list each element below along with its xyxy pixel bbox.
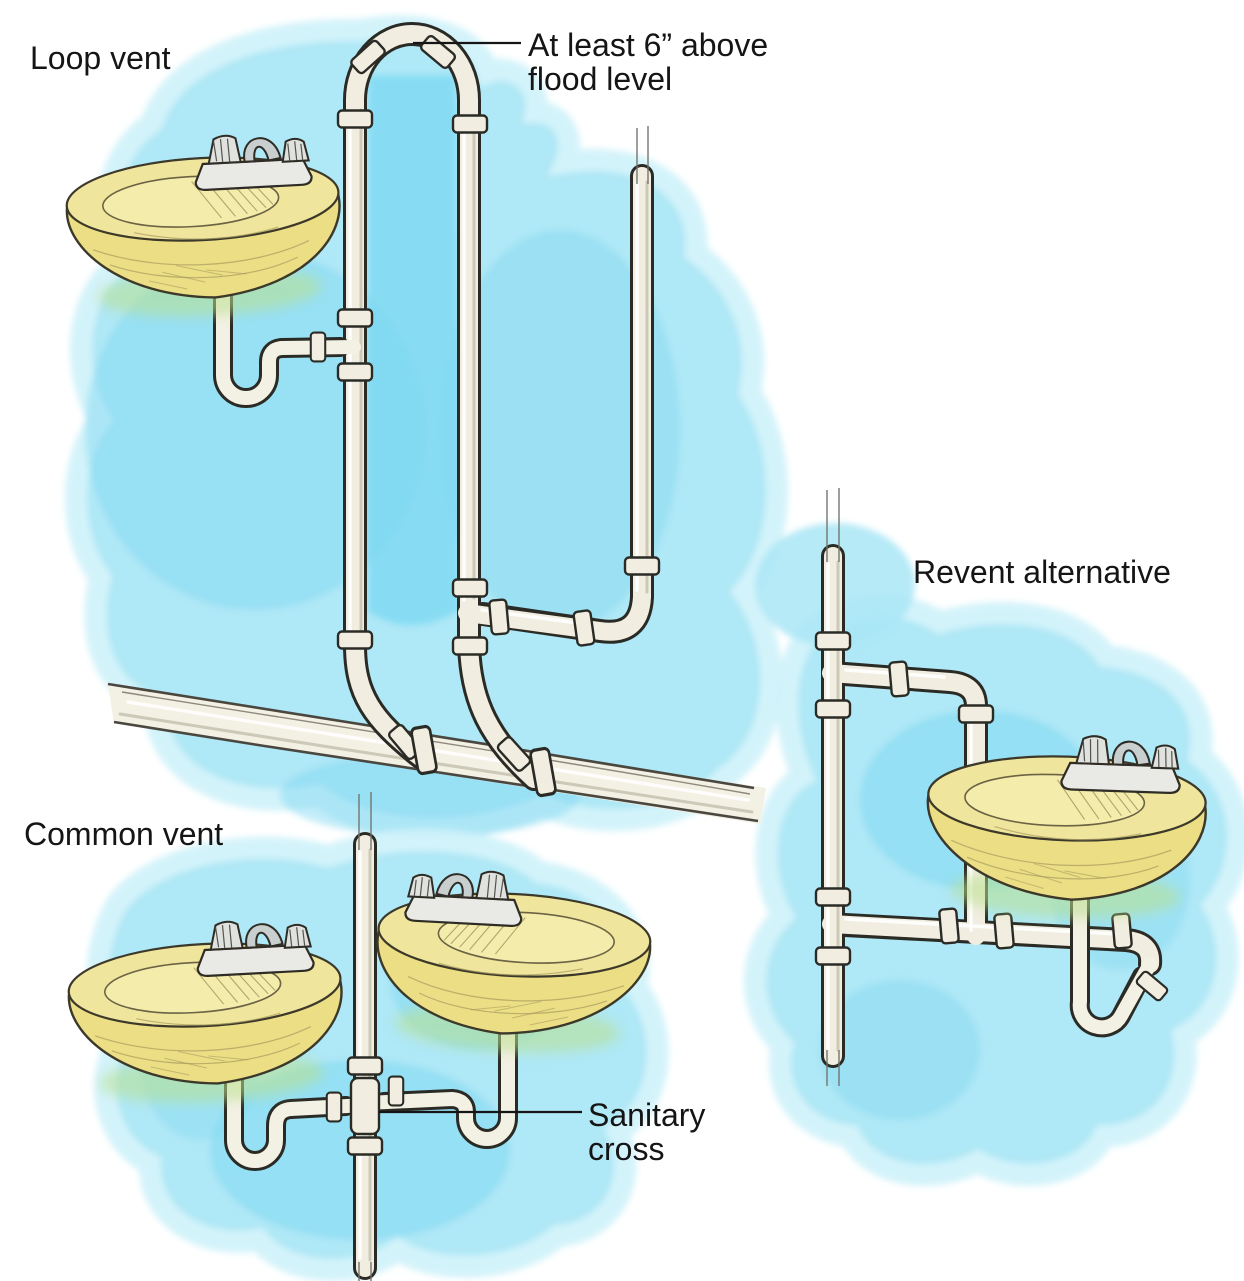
revent-label: Revent alternative (913, 554, 1171, 590)
pipe-fitting-collar (487, 598, 511, 636)
pipe-fitting-collar (451, 636, 489, 656)
pipe-fitting-collar (814, 887, 852, 907)
pipe-fitting-collar (937, 907, 961, 945)
pipe-fitting-collar (572, 608, 596, 648)
common-vent-label: Common vent (24, 816, 223, 852)
sanitary-cross-label-line2: cross (588, 1131, 664, 1167)
pipe-fitting-collar (814, 631, 852, 651)
pipe-fitting-collar (814, 699, 852, 719)
labels: Loop vent At least 6” above flood level … (24, 27, 1171, 1167)
pipe-fitting-collar (336, 630, 374, 650)
pipe-fitting-collar (387, 1075, 405, 1107)
sink-loop-vent (63, 130, 345, 323)
pipe-fitting-collar (623, 556, 661, 576)
pipe-fitting-collar (336, 362, 374, 382)
pipe-fitting-collar (309, 331, 327, 363)
pipe-fitting-collar (887, 660, 911, 698)
pipe-fitting-collar (957, 704, 995, 724)
pencil-pipe-ends (358, 126, 840, 1281)
pipe-fitting-collar (451, 114, 489, 134)
pipe-fitting-collar (451, 578, 489, 598)
pipe-fitting-collar (1110, 912, 1134, 950)
sanitary-cross-label-line1: Sanitary (588, 1097, 705, 1133)
pipe-fitting-collar (336, 308, 374, 328)
pipe-fitting-collar (336, 109, 374, 129)
pipe-fitting-collar (346, 1056, 384, 1076)
sanitary-cross-fitting (349, 1076, 381, 1136)
pipe-fitting-collar (346, 1136, 384, 1156)
flood-level-label-line2: flood level (528, 61, 672, 97)
pipe-fitting-collar (992, 912, 1016, 950)
loop-vent-label: Loop vent (30, 40, 171, 76)
flood-level-label-line1: At least 6” above (528, 27, 768, 63)
trap-pipes (213, 274, 1157, 1171)
pipe-fitting-collar (814, 946, 852, 966)
pipe-fitting-collar (325, 1091, 343, 1123)
